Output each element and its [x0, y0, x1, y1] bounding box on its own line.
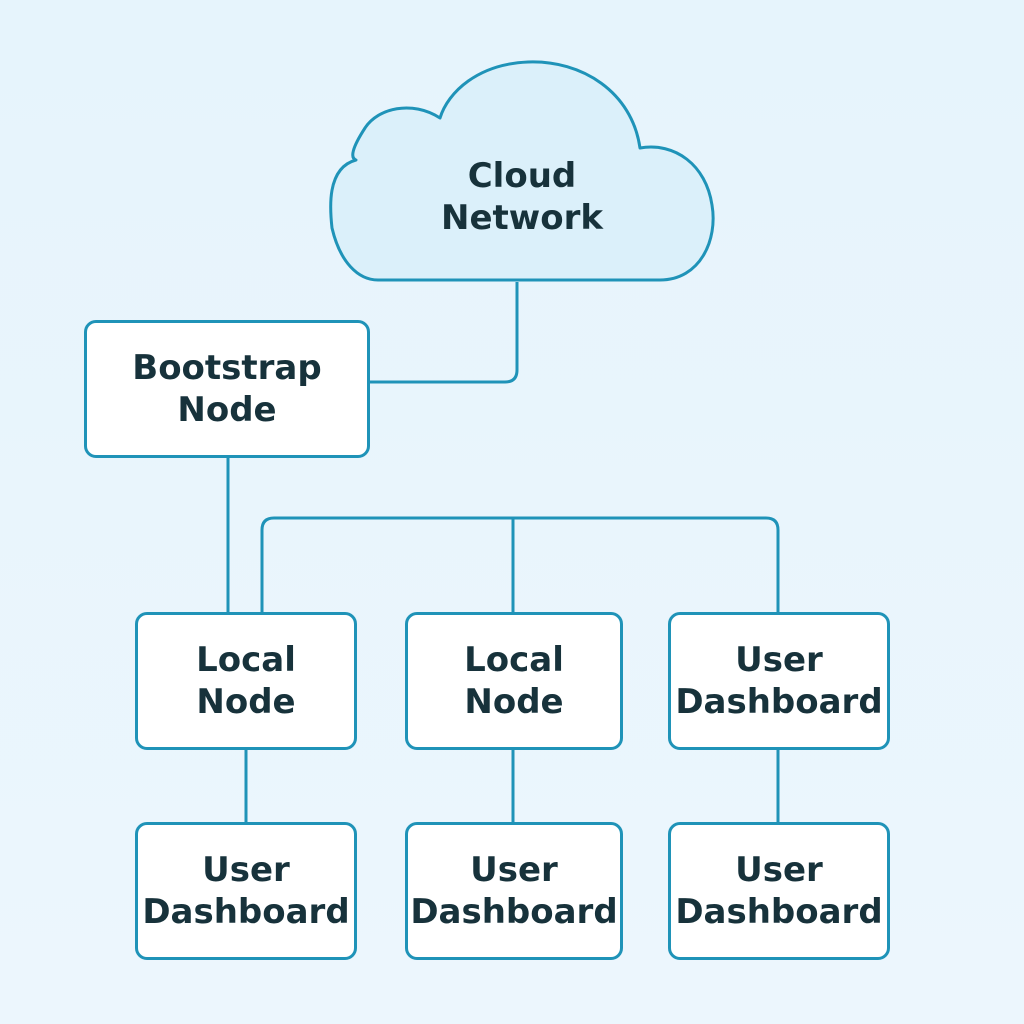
bootstrap-node-line-2: Node	[177, 390, 277, 430]
bootstrap-node-box: Bootstrap Node	[84, 320, 370, 458]
bootstrap-node-line-1: Bootstrap	[132, 348, 322, 388]
edge-cloud-bootstrap	[370, 282, 519, 384]
local-node-2-line-1: Local	[464, 640, 564, 680]
local-node-2-line-2: Node	[464, 682, 564, 722]
local-node-1-line-1: Local	[196, 640, 296, 680]
cloud-label-line-1: Cloud	[467, 156, 577, 196]
local-node-box-1: Local Node	[135, 612, 357, 750]
user-dashboard-3-line-1: User	[735, 850, 823, 890]
user-dashboard-1-line-1: User	[202, 850, 290, 890]
cloud-network-label: Cloud Network	[372, 155, 672, 239]
local-node-box-2: Local Node	[405, 612, 623, 750]
user-dashboard-box-top: User Dashboard	[668, 612, 890, 750]
user-dashboard-3-line-2: Dashboard	[675, 892, 883, 932]
user-dashboard-1-line-2: Dashboard	[142, 892, 350, 932]
user-dashboard-top-line-1: User	[735, 640, 823, 680]
user-dashboard-2-line-1: User	[470, 850, 558, 890]
user-dashboard-box-2: User Dashboard	[405, 822, 623, 960]
local-node-1-line-2: Node	[196, 682, 296, 722]
cloud-shape	[329, 60, 715, 282]
user-dashboard-box-1: User Dashboard	[135, 822, 357, 960]
edge-bus	[260, 516, 780, 612]
user-dashboard-2-line-2: Dashboard	[410, 892, 618, 932]
user-dashboard-box-3: User Dashboard	[668, 822, 890, 960]
user-dashboard-top-line-2: Dashboard	[675, 682, 883, 722]
cloud-label-line-2: Network	[441, 198, 603, 238]
